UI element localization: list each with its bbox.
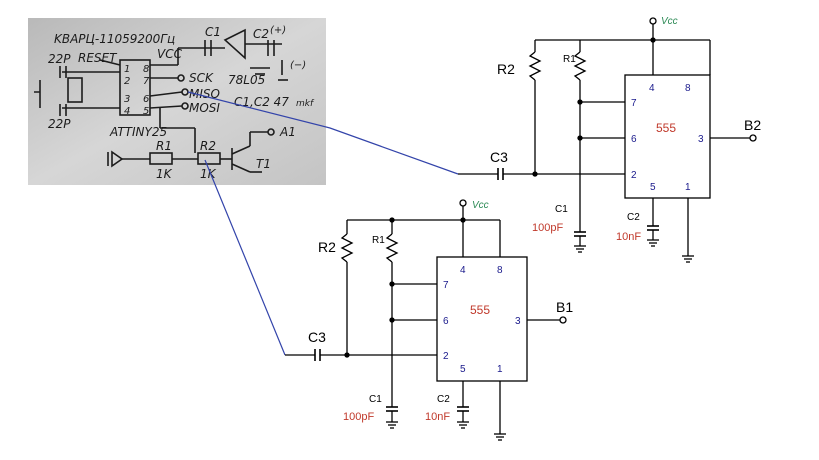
- photo-r2-label: R2: [200, 139, 216, 153]
- bottom-c1-label: C1: [369, 394, 382, 405]
- bottom-r1-label: R1: [372, 235, 385, 246]
- top-r2-label: R2: [497, 61, 515, 77]
- bottom-output-terminal: [559, 316, 567, 324]
- top-pin8: 8: [685, 83, 691, 94]
- bottom-pin2: 2: [443, 351, 449, 362]
- top-r2-resistor: [528, 51, 542, 81]
- photo-sck-label: SCK: [189, 71, 214, 85]
- top-pin1: 1: [685, 182, 691, 193]
- photo-r1-value: 1K: [156, 167, 173, 181]
- bottom-c2-label: C2: [437, 394, 450, 405]
- top-c1-label: C1: [555, 204, 568, 215]
- top-555-circuit: [458, 17, 757, 263]
- photo-pin8: 8: [143, 64, 149, 75]
- top-vcc-terminal: [649, 17, 657, 25]
- photo-t1-label: T1: [256, 157, 271, 171]
- bottom-circuit-labels: Vcc R2 R1 C3 C1 100pF C2 10nF 555 4 8 7 …: [308, 200, 573, 423]
- top-c2-value: 10nF: [616, 231, 641, 243]
- bottom-pin4: 4: [460, 265, 466, 276]
- bottom-r2-resistor: [340, 233, 354, 263]
- photo-cap-unit: mkf: [296, 99, 315, 109]
- top-pin6: 6: [631, 134, 637, 145]
- bottom-pin3: 3: [515, 316, 521, 327]
- bottom-vcc-terminal: [459, 199, 467, 207]
- photo-reg-label: 78L05: [228, 73, 265, 87]
- photo-c2-label: C2: [253, 27, 269, 41]
- photo-chip-label: ATTINY25: [109, 125, 167, 139]
- photo-pin1: 1: [124, 64, 130, 75]
- top-c1-value: 100pF: [532, 222, 563, 234]
- photo-vcc-label: VCC: [157, 47, 183, 61]
- bottom-r2-label: R2: [318, 239, 336, 255]
- hand-drawn-photo: KBAPЦ-11059200Гц 22P RESET VCC C1 C2 (+)…: [28, 18, 326, 185]
- top-pin3: 3: [698, 134, 704, 145]
- photo-plus-label: (+): [270, 25, 286, 36]
- bottom-c3-label: C3: [308, 329, 326, 345]
- photo-mosi-label: MOSI: [189, 101, 220, 115]
- photo-title: KBAPЦ-11059200Гц: [54, 32, 175, 46]
- bottom-555-chip: [436, 256, 528, 382]
- bottom-c2-value: 10nF: [425, 411, 450, 423]
- top-vcc-label: Vcc: [661, 16, 678, 27]
- bottom-pin1: 1: [497, 364, 503, 375]
- bottom-555-circuit: [285, 199, 567, 441]
- photo-a1-label: A1: [279, 125, 296, 139]
- photo-pin3: 3: [124, 94, 130, 105]
- bottom-c1-value: 100pF: [343, 411, 374, 423]
- top-pin7: 7: [631, 98, 637, 109]
- bottom-pin8: 8: [497, 265, 503, 276]
- bottom-vcc-label: Vcc: [472, 200, 489, 211]
- photo-ic-body: [119, 59, 151, 116]
- bottom-pin5: 5: [460, 364, 466, 375]
- top-c3-label: C3: [490, 149, 508, 165]
- photo-miso-label: MISO: [189, 87, 220, 101]
- photo-r1-label: R1: [156, 139, 172, 153]
- photo-cap-22p-top: 22P: [48, 52, 71, 66]
- top-r1-label: R1: [563, 54, 576, 65]
- top-pin5: 5: [650, 182, 656, 193]
- top-555-chip: [624, 74, 711, 199]
- photo-cap-22p-bottom: 22P: [48, 117, 71, 131]
- photo-pin4: 4: [124, 106, 130, 117]
- photo-reset-label: RESET: [78, 51, 118, 65]
- top-circuit-labels: Vcc R2 R1 C3 C1 100pF C2 10nF 555 4 8 7 …: [490, 16, 761, 243]
- photo-pin7: 7: [143, 76, 150, 87]
- top-555-label: 555: [656, 121, 676, 135]
- top-pin2: 2: [631, 170, 637, 181]
- photo-pin6: 6: [143, 94, 149, 105]
- photo-pin5: 5: [143, 106, 149, 117]
- photo-c1-label: C1: [205, 25, 221, 39]
- link-line-bottom: [204, 159, 286, 356]
- top-c2-label: C2: [627, 212, 640, 223]
- link-line-top: [187, 91, 459, 175]
- top-r1-resistor: [573, 51, 587, 81]
- link-lines: [187, 91, 459, 356]
- bottom-pin6: 6: [443, 316, 449, 327]
- photo-minus-label: (−): [290, 60, 306, 71]
- bottom-555-label: 555: [470, 303, 490, 317]
- top-pin4: 4: [649, 83, 655, 94]
- bottom-output-label: B1: [556, 299, 573, 315]
- bottom-pin7: 7: [443, 280, 449, 291]
- bottom-r1-resistor: [385, 233, 399, 263]
- photo-cap-note: C1,C2 47: [234, 95, 289, 109]
- photo-pin2: 2: [124, 76, 130, 87]
- top-output-terminal: [749, 134, 757, 142]
- top-output-label: B2: [744, 117, 761, 133]
